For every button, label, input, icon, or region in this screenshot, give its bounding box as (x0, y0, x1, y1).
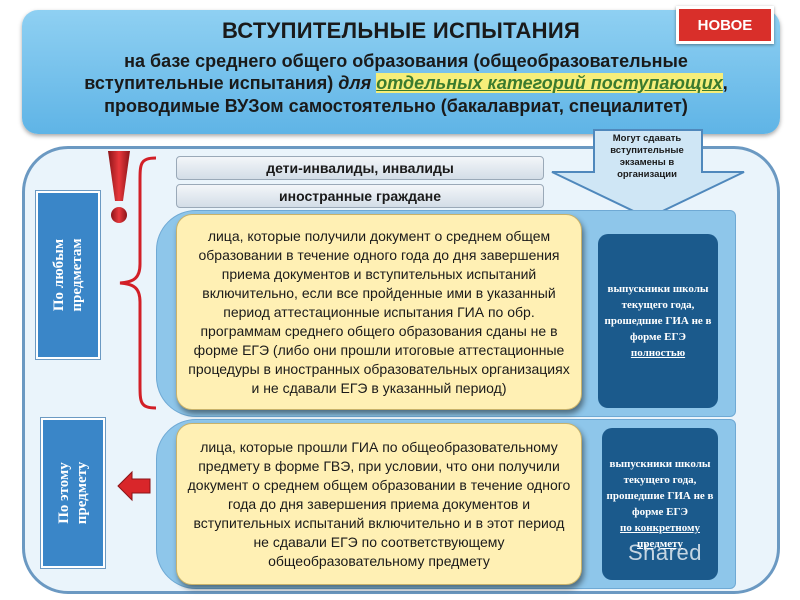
side-label-this-line1: По этому (56, 462, 72, 524)
header-line-1: на базе среднего общего образования (общ… (124, 51, 688, 71)
header-line-2-italic: для (338, 73, 372, 93)
side-label-any-line2: предметам (69, 238, 85, 312)
bottom-graduates-main: выпускники школы текущего года, прошедши… (606, 458, 714, 518)
red-left-arrow-icon (117, 470, 151, 502)
header-banner: ВСТУПИТЕЛЬНЫЕ ИСПЫТАНИЯ на базе среднего… (22, 10, 780, 134)
side-label-this-subject: По этому предмету (41, 418, 105, 568)
side-label-any-subjects-text: По любым предметам (50, 238, 86, 311)
left-brace-icon (119, 156, 157, 410)
side-label-this-line2: предмету (74, 461, 90, 525)
bottom-section-graduates: выпускники школы текущего года, прошедши… (602, 428, 718, 580)
category-disabled: дети-инвалиды, инвалиды (176, 156, 544, 180)
watermark: Shared (628, 540, 702, 565)
bottom-graduates-underline: по конкретному предмету (620, 522, 700, 550)
top-section-description: лица, которые получили документ о средне… (176, 214, 582, 410)
top-graduates-main: выпускники школы текущего года, прошедши… (604, 283, 712, 343)
bottom-section-description: лица, которые прошли ГИА по общеобразова… (176, 423, 582, 585)
side-label-any-subjects: По любым предметам (36, 191, 100, 359)
exclamation-icon (108, 151, 130, 223)
side-label-any-line1: По любым (51, 238, 67, 312)
top-graduates-underline: полностью (630, 347, 686, 359)
new-badge: НОВОЕ (676, 6, 774, 44)
down-arrow-icon (551, 129, 745, 220)
header-line-2-end: , (722, 73, 728, 93)
top-section-graduates: выпускники школы текущего года, прошедши… (598, 234, 718, 408)
exam-note: Могут сдавать вступительные экзамены в о… (610, 133, 684, 180)
category-foreign-citizens: иностранные граждане (176, 184, 544, 208)
special-categories-link[interactable]: отдельных категорий поступающих (376, 73, 723, 93)
header-line-3: проводимые ВУЗом самостоятельно (бакалав… (104, 96, 688, 116)
page-title: ВСТУПИТЕЛЬНЫЕ ИСПЫТАНИЯ (221, 18, 581, 43)
header-line-2: вступительные испытания) для отдельных к… (52, 72, 760, 94)
side-label-this-subject-text: По этому предмету (55, 462, 91, 525)
header-line-2-start: вступительные испытания) (84, 73, 334, 93)
